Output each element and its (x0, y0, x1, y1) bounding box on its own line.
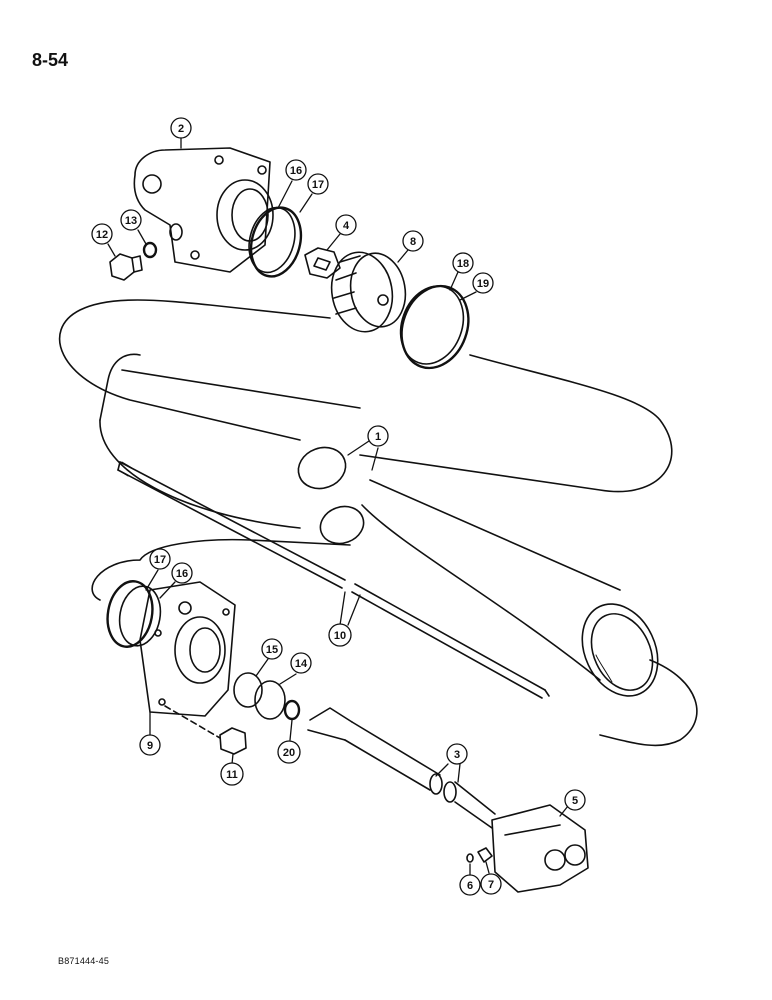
callout-17-upper: 17 (299, 173, 329, 213)
callout-3: 3 (435, 743, 468, 783)
upper-group-outline (58, 299, 673, 493)
callout-17-lower: 17 (145, 548, 171, 591)
lower-seal-rings (106, 580, 162, 648)
svg-text:10: 10 (334, 630, 346, 642)
callout-10: 10 (328, 591, 361, 647)
svg-text:11: 11 (226, 769, 238, 781)
callout-9: 9 (139, 711, 161, 756)
callout-1: 1 (347, 425, 389, 471)
grease-fitting-washer (466, 853, 474, 863)
callout-5: 5 (559, 789, 586, 817)
piston-rod (307, 707, 496, 829)
grease-fitting (477, 847, 493, 863)
svg-text:17: 17 (154, 554, 166, 566)
wiper-ring (233, 672, 263, 708)
rod-clevis (491, 804, 589, 893)
svg-text:14: 14 (295, 658, 308, 670)
svg-text:20: 20 (283, 747, 295, 759)
svg-text:9: 9 (147, 740, 153, 752)
cylinder-tube (99, 353, 659, 697)
svg-text:5: 5 (572, 795, 578, 807)
piston (330, 251, 407, 333)
svg-text:2: 2 (178, 123, 184, 135)
svg-text:8: 8 (410, 236, 416, 248)
callout-14: 14 (279, 652, 312, 685)
svg-text:13: 13 (125, 215, 137, 227)
callout-20: 20 (277, 719, 301, 764)
svg-text:1: 1 (375, 431, 381, 443)
callout-19: 19 (459, 272, 494, 301)
lower-group-outline (91, 538, 698, 747)
callout-13: 13 (120, 209, 147, 245)
rod-seal (254, 680, 286, 720)
upper-seal-rings (248, 206, 303, 278)
nut-to-rod-line (164, 705, 221, 739)
callout-4: 4 (326, 214, 357, 251)
piston-nut (304, 247, 341, 279)
svg-text:12: 12 (96, 229, 108, 241)
gland-oring (283, 699, 301, 721)
svg-text:7: 7 (488, 879, 494, 891)
tie-rod (117, 461, 550, 699)
drawing-code: B871444-45 (58, 956, 110, 966)
callout-7: 7 (480, 861, 502, 895)
svg-text:15: 15 (266, 644, 278, 656)
svg-text:4: 4 (343, 220, 350, 232)
svg-text:16: 16 (176, 568, 188, 580)
svg-text:6: 6 (467, 880, 473, 892)
callout-16-upper: 16 (277, 159, 307, 209)
callout-18: 18 (449, 252, 474, 291)
callout-16-lower: 16 (159, 562, 193, 599)
svg-text:16: 16 (290, 165, 302, 177)
callout-2: 2 (170, 117, 192, 149)
plug-and-oring (109, 241, 158, 281)
svg-text:19: 19 (477, 278, 489, 290)
svg-text:3: 3 (454, 749, 460, 761)
callout-8: 8 (397, 230, 424, 263)
callout-15: 15 (255, 638, 283, 677)
page-number: 8-54 (32, 50, 69, 70)
callout-12: 12 (91, 223, 116, 257)
tie-rod-nut (219, 727, 247, 755)
piston-seal-rings (399, 284, 470, 370)
callout-6: 6 (459, 863, 481, 896)
svg-text:17: 17 (312, 179, 324, 191)
svg-text:18: 18 (457, 258, 469, 270)
callout-11: 11 (220, 753, 244, 786)
cap-end-head (139, 581, 236, 717)
